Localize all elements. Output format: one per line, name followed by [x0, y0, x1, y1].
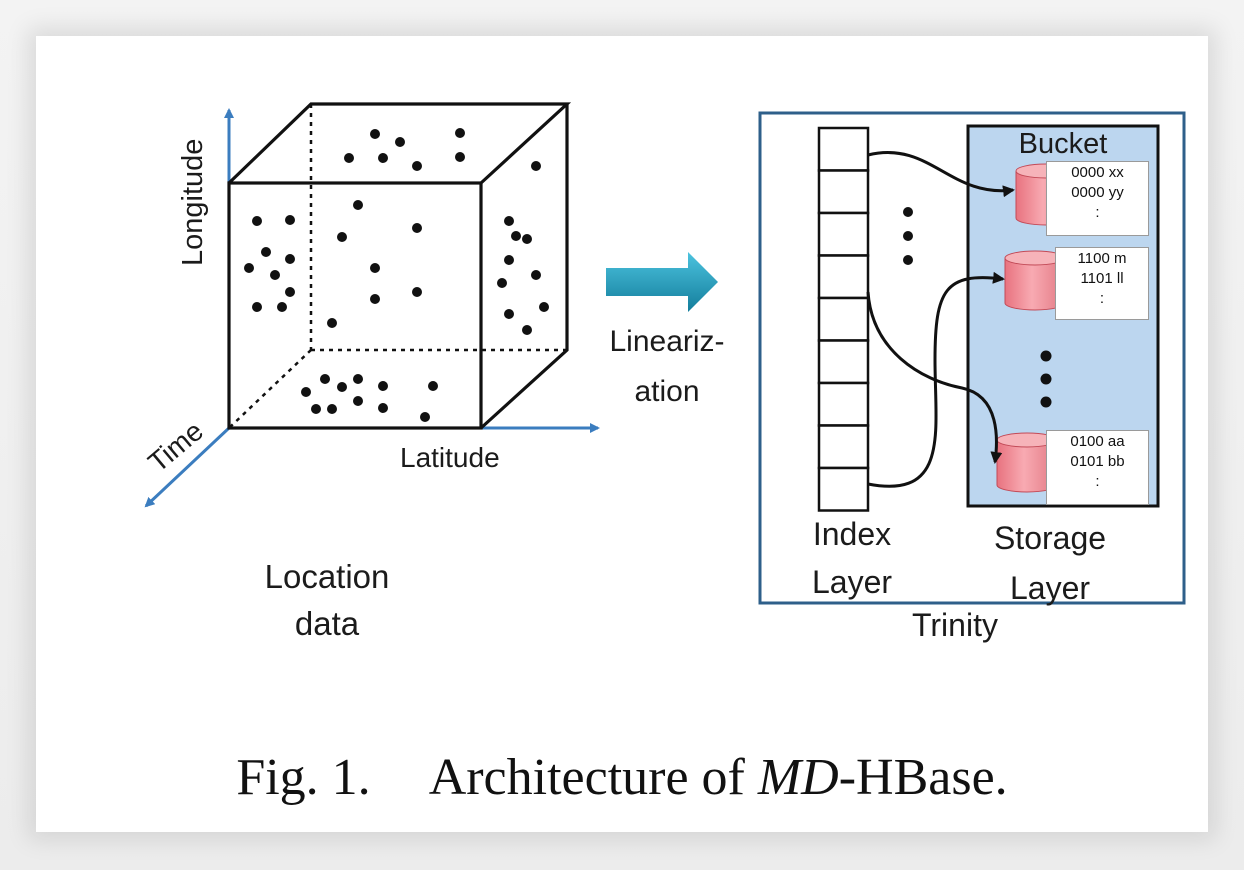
data-point — [320, 374, 330, 384]
latitude-axis-label: Latitude — [400, 442, 500, 473]
data-point — [378, 381, 388, 391]
cube-top-face — [227, 102, 572, 185]
longitude-axis-label: Longitude — [177, 138, 209, 266]
data-point — [353, 396, 363, 406]
bucket-cylinder — [1004, 250, 1066, 311]
bucket-ellipsis — [1040, 350, 1052, 408]
data-point — [285, 215, 295, 225]
caption-calligraphic: MD — [757, 749, 839, 806]
data-point — [344, 153, 354, 163]
bucket-records-2: 1100 m 1101 ll : — [1055, 247, 1149, 320]
record-line: 0101 bb — [1070, 453, 1125, 470]
storage-layer-label: Storage Layer — [993, 520, 1107, 606]
caption-suffix: -HBase. — [838, 749, 1008, 806]
data-point — [539, 302, 549, 312]
record-line: 0000 yy — [1071, 184, 1124, 201]
bucket-label: Bucket — [1018, 128, 1108, 160]
data-point — [327, 404, 337, 414]
data-point — [412, 223, 422, 233]
record-line: 0100 aa — [1070, 433, 1125, 450]
cube-hidden-edge — [228, 349, 312, 429]
data-point — [244, 263, 254, 273]
data-point — [327, 318, 337, 328]
data-point — [378, 153, 388, 163]
data-point — [370, 294, 380, 304]
index-cell — [817, 254, 870, 300]
index-layer — [817, 126, 870, 512]
pointer-to-bucket-1 — [867, 151, 1015, 198]
index-pointers — [866, 151, 1015, 488]
data-point — [531, 270, 541, 280]
index-cell — [817, 126, 870, 172]
data-point — [420, 412, 430, 422]
cube-right-face — [479, 104, 569, 430]
data-point — [252, 216, 262, 226]
index-cell — [817, 169, 870, 215]
data-point — [511, 231, 521, 241]
data-point — [337, 382, 347, 392]
data-point — [504, 216, 514, 226]
data-point — [301, 387, 311, 397]
record-line: : — [1095, 204, 1100, 221]
bucket-records-3: 0100 aa 0101 bb : — [1046, 430, 1149, 505]
index-ellipsis — [903, 207, 913, 265]
pointer-to-bucket-2 — [867, 271, 1005, 488]
data-point — [522, 234, 532, 244]
record-line: : — [1095, 473, 1100, 490]
data-point — [531, 161, 541, 171]
pointer-to-bucket-3 — [866, 291, 1003, 464]
cube — [227, 102, 572, 430]
data-point — [455, 128, 465, 138]
data-point — [504, 255, 514, 265]
bucket-records-1: 0000 xx 0000 yy : — [1046, 161, 1149, 236]
record-line: 1100 m — [1077, 250, 1127, 267]
data-point — [412, 161, 422, 171]
data-point — [522, 325, 532, 335]
record-line: 1101 ll — [1080, 270, 1124, 287]
data-point — [353, 200, 363, 210]
location-data-caption: Location data — [264, 558, 390, 642]
data-point — [455, 152, 465, 162]
data-point — [370, 263, 380, 273]
data-point — [370, 129, 380, 139]
cube-axes — [144, 108, 600, 508]
data-point — [285, 254, 295, 264]
caption-text: Architecture of — [428, 749, 758, 806]
index-cell — [817, 339, 870, 385]
data-point — [504, 309, 514, 319]
data-point — [412, 287, 422, 297]
data-point — [497, 278, 507, 288]
figure-number: Fig. 1. — [236, 749, 371, 806]
data-point — [337, 232, 347, 242]
data-point — [428, 381, 438, 391]
index-cell — [817, 466, 870, 512]
index-cell — [817, 424, 870, 470]
index-cell — [817, 381, 870, 427]
index-cell — [817, 211, 870, 257]
cube-front-face — [227, 181, 483, 430]
data-point — [395, 137, 405, 147]
linearization-arrow — [606, 252, 718, 312]
record-line: : — [1099, 290, 1105, 307]
linearization-label: Lineariz- ation — [609, 325, 725, 408]
index-cell — [817, 296, 870, 342]
time-axis — [144, 426, 231, 508]
figure-caption: Fig. 1. Architecture of MD-HBase. — [0, 752, 1244, 804]
data-point — [277, 302, 287, 312]
data-point — [285, 287, 295, 297]
location-data-points — [244, 128, 549, 422]
data-point — [270, 270, 280, 280]
data-point — [311, 404, 321, 414]
record-line: 0000 xx — [1071, 164, 1124, 181]
index-layer-label: Index Layer — [811, 516, 893, 600]
trinity-label: Trinity — [912, 607, 998, 643]
data-point — [252, 302, 262, 312]
data-point — [261, 247, 271, 257]
data-point — [378, 403, 388, 413]
data-point — [353, 374, 363, 384]
